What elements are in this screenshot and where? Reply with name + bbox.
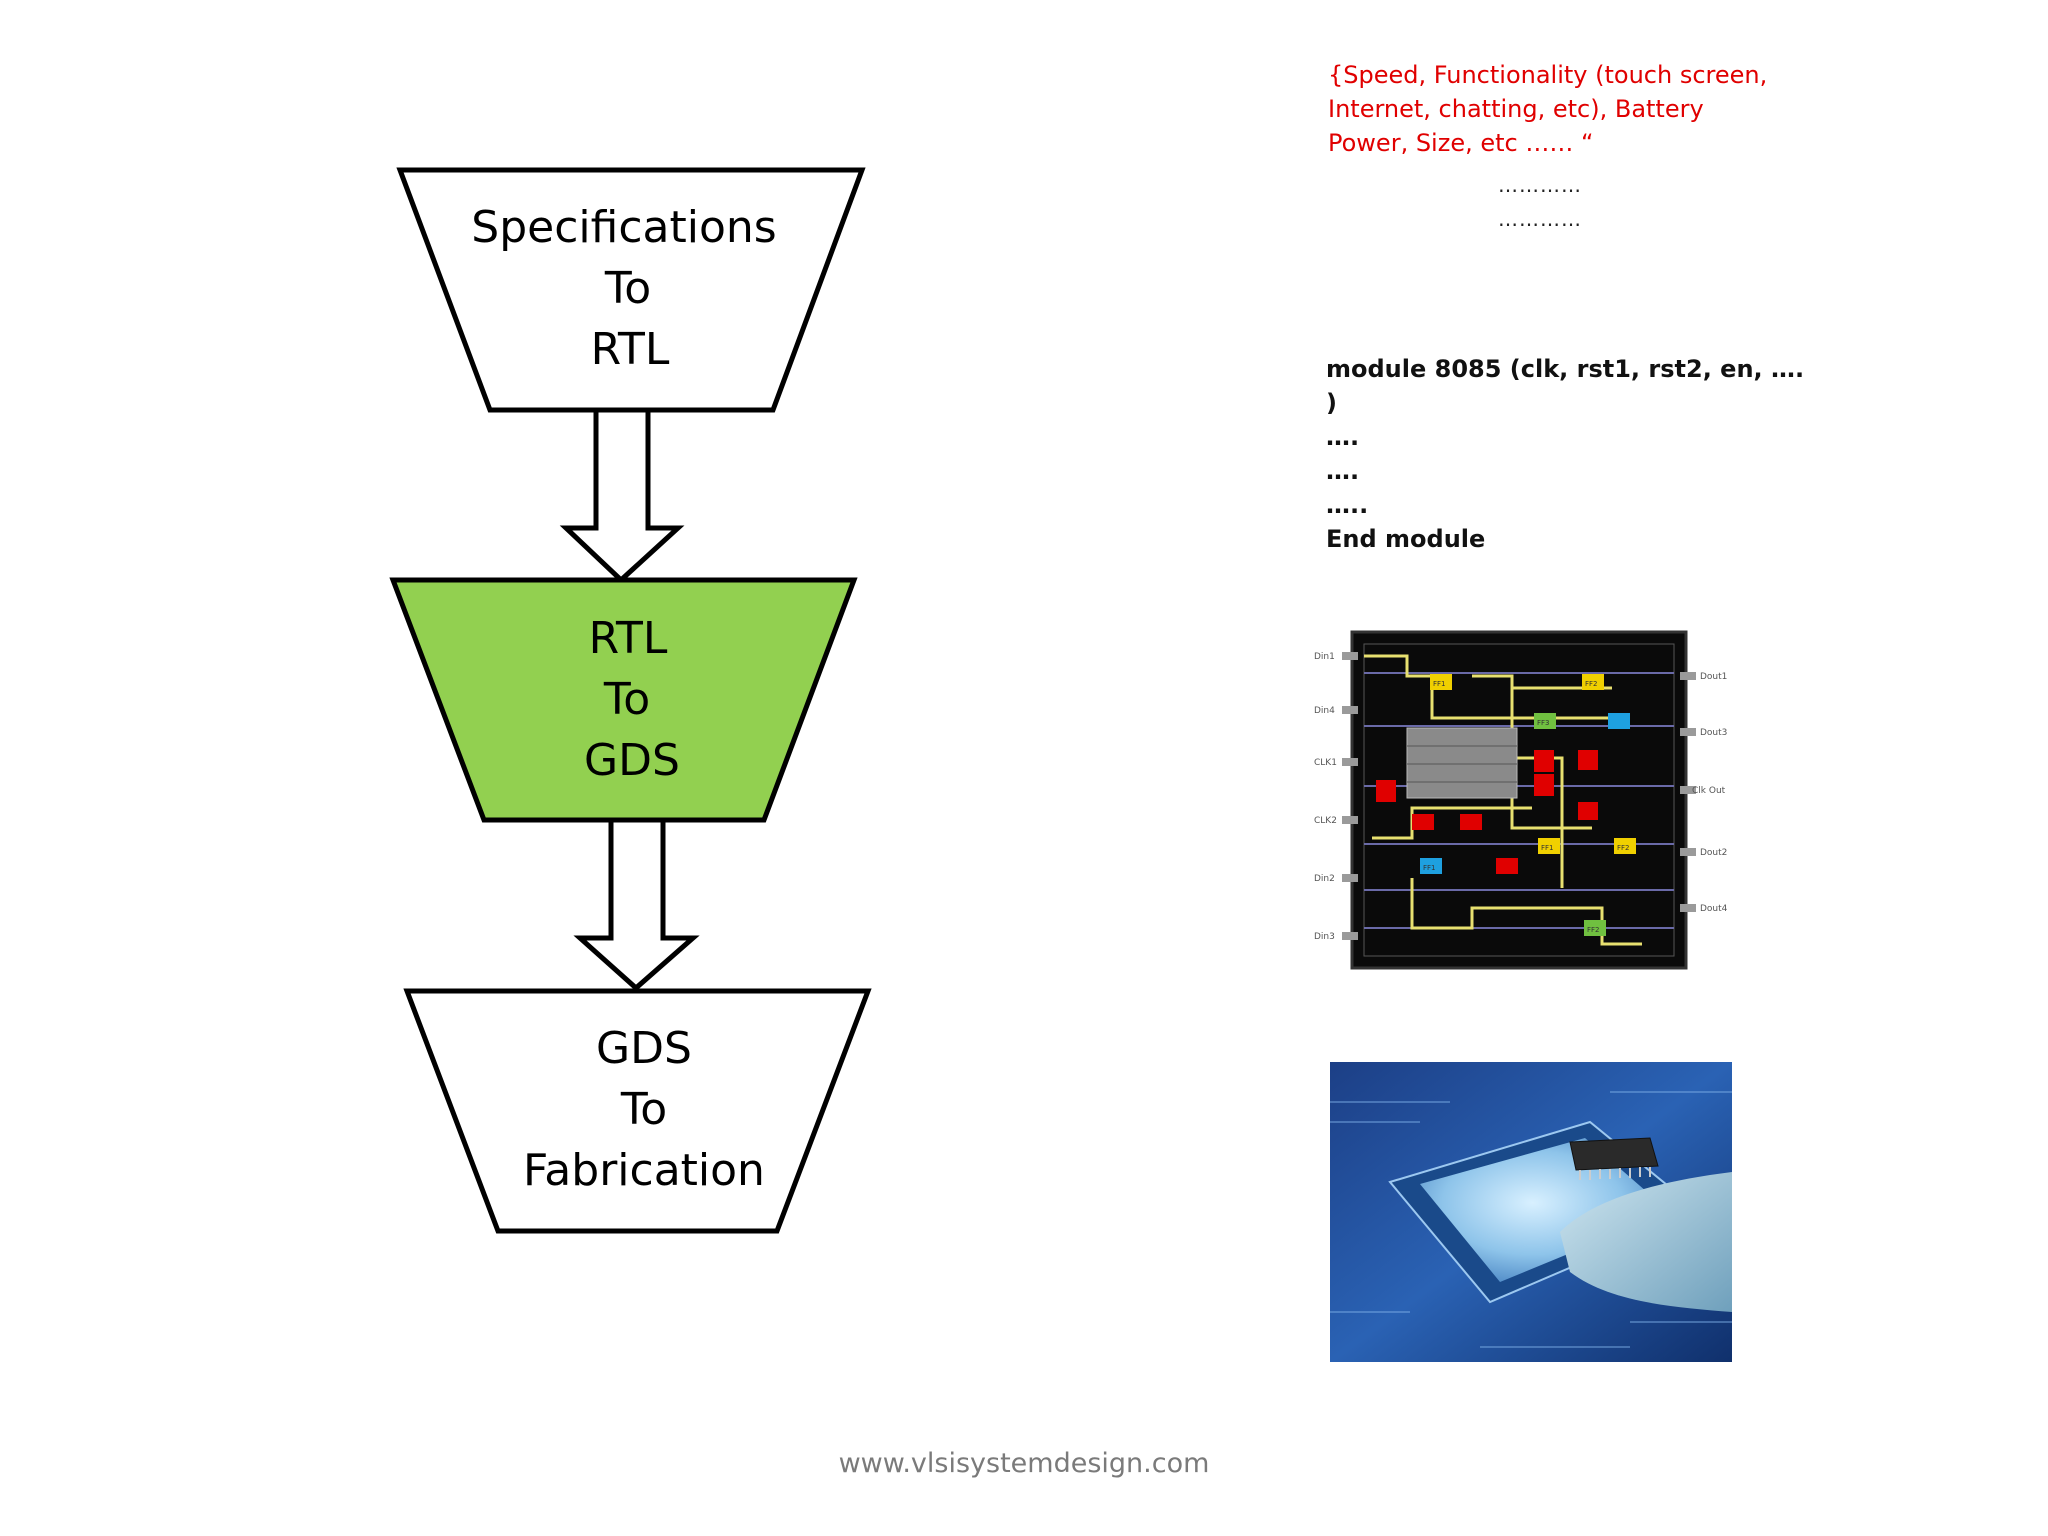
chip-layout-figure: Din1 Din4 CLK1 CLK2 Din2 Din3 Dout1 Dout… — [1314, 630, 1728, 970]
code-line-1: module 8085 (clk, rst1, rst2, en, …. — [1326, 355, 1805, 383]
layout-cells — [1376, 674, 1636, 936]
cell-gate-red-2 — [1578, 750, 1598, 770]
stage-spec-line-3: RTL — [591, 324, 670, 375]
stage-gds-line-3: Fabrication — [523, 1145, 765, 1196]
pin-label-left-3: CLK1 — [1314, 758, 1337, 768]
stage-spec-line-2: To — [604, 263, 651, 314]
layout-macro-block — [1406, 727, 1518, 799]
pin-label-left-6: Din3 — [1314, 932, 1335, 942]
photo-dip-chip — [1569, 1137, 1659, 1171]
spec-line-2: Internet, chatting, etc), Battery — [1328, 95, 1704, 123]
cell-ff-blue-1 — [1608, 713, 1630, 729]
stage-spec-line-1: Specifications — [471, 202, 776, 253]
cell-gate-red-1 — [1534, 750, 1554, 772]
layout-core-outline — [1363, 643, 1675, 957]
arrow-down-2 — [573, 817, 700, 992]
stage-spec-to-rtl-shape — [396, 167, 866, 413]
spec-dots-1: ………… — [1498, 173, 1582, 197]
cell-ff-yellow-3 — [1538, 838, 1560, 854]
photo-chip-die — [1420, 1138, 1670, 1282]
pin-label-right-2: Dout3 — [1700, 728, 1727, 738]
pin-label-left-5: Din2 — [1314, 874, 1335, 884]
stage-rtl-line-3: GDS — [584, 735, 680, 786]
stage-spec-to-rtl: Specifications To RTL — [396, 167, 866, 413]
cell-label-5: FF2 — [1617, 844, 1630, 852]
pin-label-right-4: Dout2 — [1700, 848, 1727, 858]
chip-fabrication-photo — [1330, 1062, 1732, 1362]
photo-dip-pins — [1579, 1167, 1651, 1180]
spec-ellipsis: ………… ………… — [1498, 168, 1582, 236]
cell-ff-yellow-1 — [1430, 674, 1452, 690]
photo-finger — [1560, 1172, 1732, 1312]
cell-ff-yellow-4 — [1614, 838, 1636, 854]
stage-gds-to-fabrication-shape — [403, 988, 872, 1234]
stage-gds-line-1: GDS — [596, 1023, 692, 1074]
cell-gate-red-6 — [1412, 814, 1434, 830]
cell-label-3: FF3 — [1537, 719, 1550, 727]
cell-label-4: FF1 — [1541, 844, 1554, 852]
code-line-3: …. — [1326, 423, 1360, 451]
flow-diagram: Specifications To RTL RTL To GDS GDS To … — [389, 167, 872, 1234]
pin-label-left-4: CLK2 — [1314, 816, 1337, 826]
stage-gds-to-fabrication: GDS To Fabrication — [403, 988, 872, 1234]
code-line-4: …. — [1326, 457, 1360, 485]
cell-ff-blue-2 — [1420, 858, 1442, 874]
cell-gate-red-8 — [1496, 858, 1518, 874]
spec-line-3: Power, Size, etc …… “ — [1328, 129, 1594, 157]
cell-gate-red-4 — [1376, 780, 1396, 802]
cell-label-7: FF2 — [1587, 926, 1600, 934]
stage-rtl-line-1: RTL — [589, 613, 668, 664]
code-line-5: ….. — [1326, 491, 1369, 519]
spec-line-1: {Speed, Functionality (touch screen, — [1328, 61, 1768, 89]
pin-label-left-2: Din4 — [1314, 706, 1335, 716]
pin-label-left-1: Din1 — [1314, 652, 1335, 662]
cell-label-6: FF1 — [1423, 864, 1436, 872]
cell-label-2: FF2 — [1585, 680, 1598, 688]
layout-pins — [1342, 652, 1696, 940]
arrow-down-1 — [559, 407, 685, 584]
specifications-note: {Speed, Functionality (touch screen, Int… — [1328, 58, 1808, 160]
pin-label-right-3: Clk Out — [1692, 786, 1726, 796]
cell-label-1: FF1 — [1433, 680, 1446, 688]
stage-rtl-to-gds: RTL To GDS — [389, 577, 858, 823]
layout-die — [1350, 630, 1688, 970]
footer-website: www.vlsisystemdesign.com — [838, 1448, 1210, 1479]
cell-gate-red-7 — [1460, 814, 1482, 830]
cell-ff-yellow-2 — [1582, 674, 1604, 690]
stage-rtl-line-2: To — [603, 674, 650, 725]
cell-ff-green-2 — [1584, 920, 1606, 936]
rtl-code-snippet: module 8085 (clk, rst1, rst2, en, …. ) …… — [1326, 352, 1805, 556]
stage-gds-line-2: To — [620, 1084, 667, 1135]
spec-dots-2: ………… — [1498, 207, 1582, 231]
code-line-2: ) — [1326, 389, 1337, 417]
code-line-6: End module — [1326, 525, 1486, 553]
cell-ff-green-1 — [1534, 713, 1556, 729]
pin-label-right-5: Dout4 — [1700, 904, 1728, 914]
photo-circuit-traces — [1330, 1091, 1732, 1348]
cell-gate-red-3 — [1534, 774, 1554, 796]
stage-rtl-to-gds-shape — [389, 577, 858, 823]
cell-gate-red-5 — [1578, 802, 1598, 820]
pin-label-right-1: Dout1 — [1700, 672, 1727, 682]
